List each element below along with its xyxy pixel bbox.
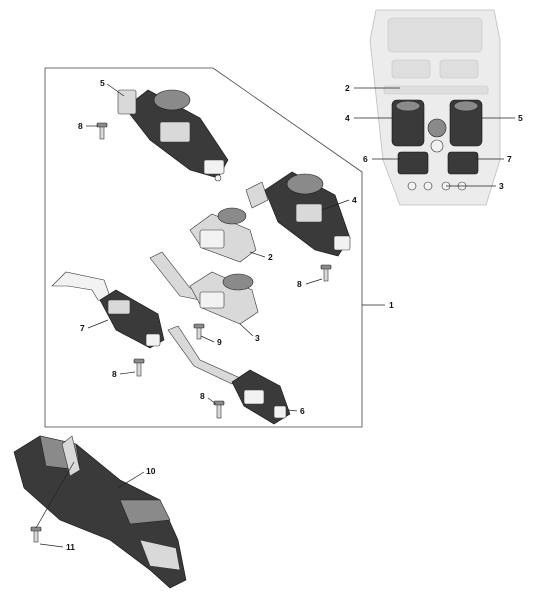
callout-10: 10 (146, 466, 156, 476)
callout-3: 3 (255, 333, 260, 343)
screw-8-right (320, 264, 332, 282)
screw-8-left (133, 358, 145, 377)
callout-9: 9 (217, 337, 222, 347)
screw-8-top (96, 122, 108, 140)
callout-6: 6 (300, 406, 305, 416)
callout-3-console: 3 (499, 181, 504, 191)
callout-2: 2 (268, 252, 273, 262)
part-3-switch-module (149, 251, 259, 325)
part-10-bracket (13, 435, 187, 589)
callout-4: 4 (352, 195, 357, 205)
callout-5-console: 5 (518, 113, 523, 123)
center-console-overview (369, 9, 501, 206)
screw-9 (193, 323, 205, 340)
callout-8-bottom: 8 (200, 391, 205, 401)
screw-8-bottom (213, 400, 225, 419)
part-2-switch-module (189, 207, 257, 263)
callout-2-console: 2 (345, 83, 350, 93)
console-callouts: 2 4 6 5 7 3 (345, 83, 523, 191)
callout-7: 7 (80, 323, 85, 333)
assembly-boundary (44, 67, 363, 428)
callout-4-console: 4 (345, 113, 350, 123)
callout-8-right: 8 (297, 279, 302, 289)
screw-11 (30, 526, 42, 543)
part-5-rotary-module (117, 89, 229, 182)
part-4-rotary-module (245, 171, 351, 257)
callout-8-left: 8 (112, 369, 117, 379)
callout-1: 1 (389, 300, 394, 310)
callout-5: 5 (100, 78, 105, 88)
callout-7-console: 7 (507, 154, 512, 164)
part-7-module (51, 271, 165, 349)
callout-8-top: 8 (78, 121, 83, 131)
part-6-module (167, 325, 291, 425)
callout-11: 11 (66, 542, 75, 552)
callout-6-console: 6 (363, 154, 368, 164)
